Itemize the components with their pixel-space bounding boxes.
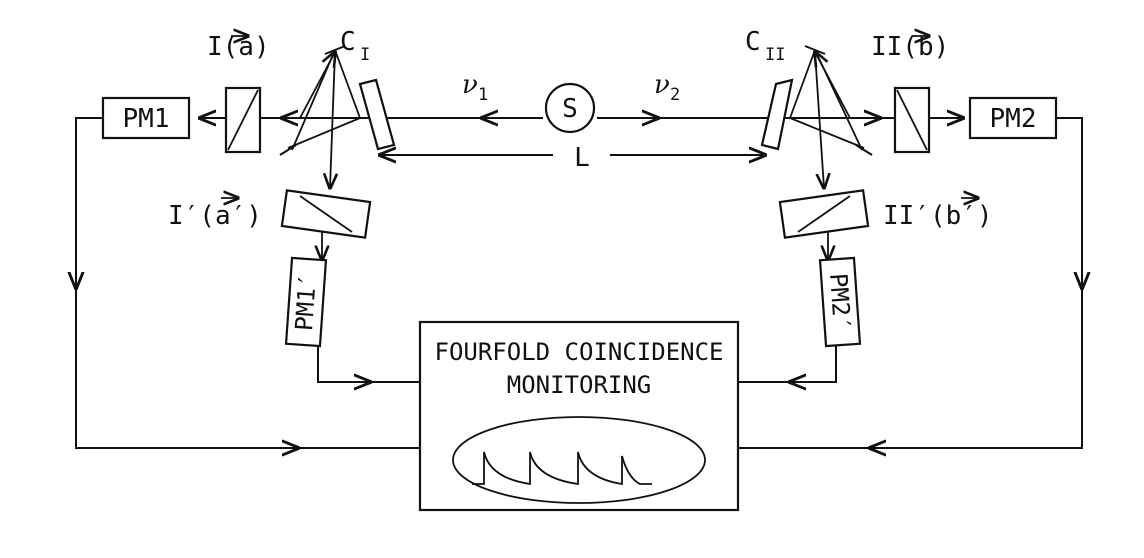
svg-text:I′(a′): I′(a′) — [168, 201, 262, 231]
nu2-label: ν 2 — [654, 70, 680, 105]
svg-text:PM2′: PM2′ — [824, 272, 856, 332]
pulse-trace — [472, 451, 652, 486]
polarizer-i: I(a) — [207, 32, 270, 154]
mirrors-left — [279, 45, 361, 188]
svg-text:PM1: PM1 — [123, 104, 170, 134]
svg-text:2: 2 — [670, 85, 680, 105]
nu1-label: ν 1 — [462, 70, 488, 105]
svg-text:II: II — [765, 45, 785, 65]
pm1-prime-box: PM1′ — [284, 256, 328, 348]
svg-text:I: I — [360, 45, 370, 65]
polarizer-i-prime: I′(a′) — [168, 189, 372, 239]
monitor-title-line1: FOURFOLD COINCIDENCE — [435, 338, 724, 366]
mirrors-right — [789, 45, 873, 188]
distance-marker: L — [380, 143, 765, 173]
svg-text:C: C — [340, 27, 356, 57]
pm1-box: PM1 — [101, 96, 191, 140]
pm2-prime-box: PM2′ — [818, 256, 862, 348]
svg-text:ν: ν — [462, 70, 478, 100]
switch-ci: C I — [340, 27, 396, 151]
oscilloscope-display — [452, 416, 706, 504]
polarizer-ii-prime: II′(b′) — [778, 189, 993, 239]
pm2-box: PM2 — [968, 96, 1058, 140]
svg-text:PM1′: PM1′ — [290, 272, 322, 332]
svg-text:1: 1 — [478, 85, 488, 105]
monitor-title-line2: MONITORING — [507, 371, 652, 399]
distance-label: L — [574, 143, 590, 173]
source-label: S — [562, 94, 578, 124]
svg-text:ν: ν — [654, 70, 670, 100]
source: S — [544, 82, 596, 134]
coincidence-monitor: FOURFOLD COINCIDENCE MONITORING — [418, 320, 740, 512]
svg-text:II′(b′): II′(b′) — [883, 201, 993, 231]
svg-text:II(b): II(b) — [871, 32, 949, 62]
signal-wires — [76, 117, 1082, 448]
switch-cii: C II — [745, 27, 794, 151]
svg-text:C: C — [745, 27, 761, 57]
svg-text:PM2: PM2 — [990, 104, 1037, 134]
polarizer-ii: II(b) — [871, 32, 949, 154]
